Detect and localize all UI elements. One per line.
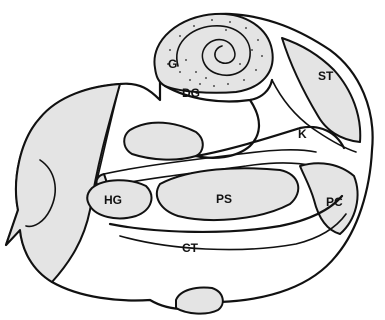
k-band: [196, 127, 344, 156]
label-g: G: [168, 57, 177, 71]
label-dg: DG: [182, 86, 200, 100]
label-ps: PS: [216, 192, 232, 206]
inner-blob-region: [124, 123, 203, 160]
label-pc: PC: [326, 195, 343, 209]
label-hg: HG: [104, 193, 122, 207]
label-st: ST: [318, 69, 334, 83]
st-region: [282, 38, 360, 142]
label-ct: CT: [182, 241, 199, 255]
label-k: K: [298, 127, 307, 141]
bottom-lobe: [176, 288, 223, 314]
